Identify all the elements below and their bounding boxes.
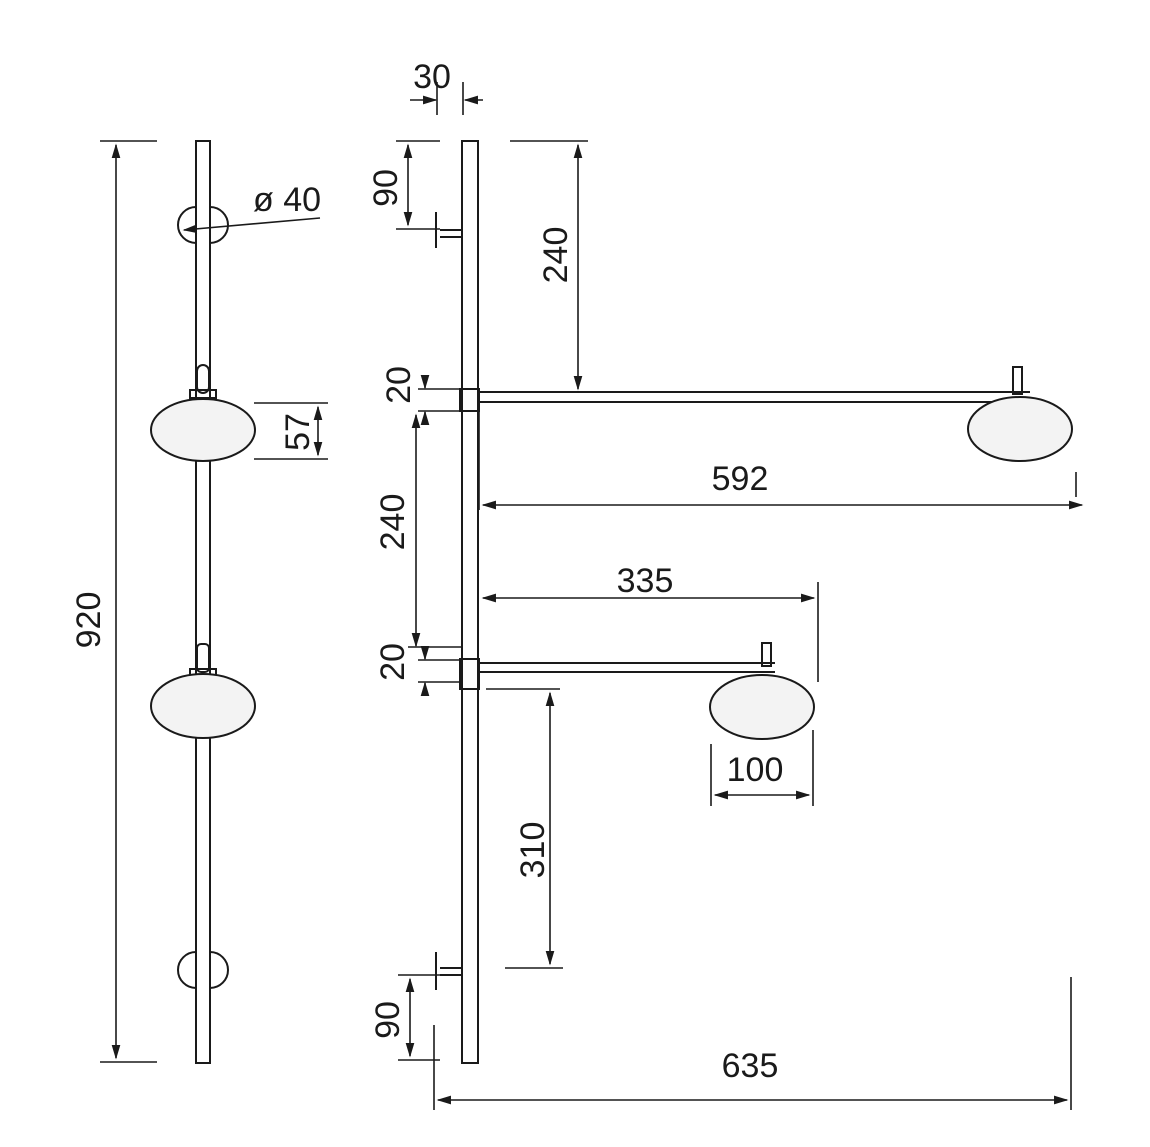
side-shade-lower [150,673,256,739]
dim-middle-spacing: 240 [374,494,412,551]
side-wall-disc-bottom [177,951,197,989]
front-shade-upper [967,396,1073,462]
dim-shade-height: 57 [279,413,317,451]
front-rod [461,140,479,1064]
front-view: 30 90 240 20 240 20 592 335 [367,58,1084,1110]
dim-shade-width: 100 [727,751,784,789]
dim-upper-spacing: 240 [537,227,575,284]
side-rod [195,140,211,1064]
dim-overall-height: 920 [70,592,108,649]
dim-total-width: 635 [722,1047,779,1085]
dim-bottom-offset: 90 [369,1001,407,1039]
side-view: 920 ø 40 57 [70,140,328,1064]
dim-short-arm: 335 [617,562,674,600]
dim-long-arm: 592 [712,460,769,498]
dim-diameter: ø 40 [253,181,321,219]
dim-top-offset: 90 [367,169,405,207]
side-shade-upper [150,398,256,462]
front-shade-lower [709,674,815,740]
dim-lower-spacing: 310 [514,822,552,879]
side-wall-disc-top [177,206,197,244]
dim-upper-gap: 20 [380,366,418,404]
dim-lower-gap: 20 [374,643,412,681]
dim-rod-width: 30 [413,58,451,96]
